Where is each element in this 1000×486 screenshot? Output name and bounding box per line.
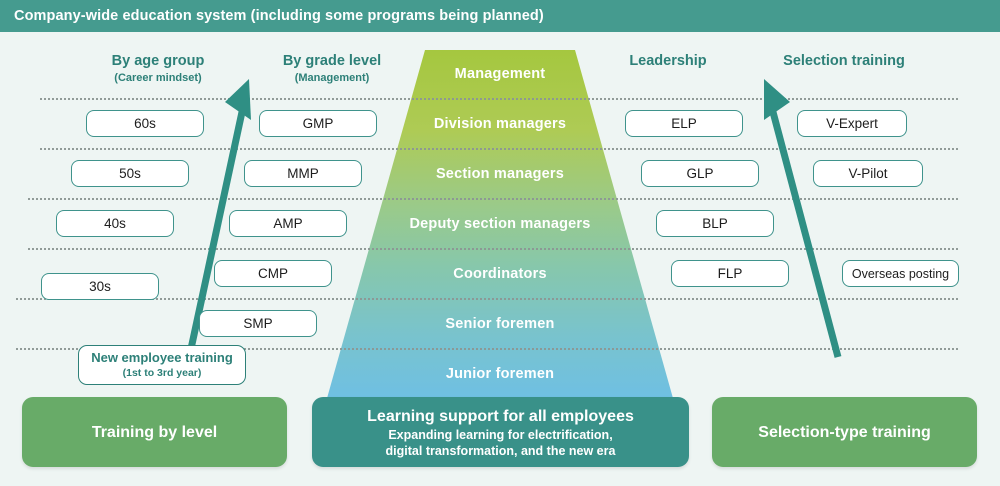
age-group-pill-40s[interactable]: 40s [56,210,174,237]
grade-level-pill-cmp-label: CMP [258,266,288,281]
selection-training-pill-v-expert[interactable]: V-Expert [797,110,907,137]
pyramid-level-senior-foremen: Senior foremen [445,316,555,332]
column-heading-age-group: By age group (Career mindset) [68,52,248,86]
column-title-age-group: By age group [111,53,205,69]
leadership-pill-flp[interactable]: FLP [671,260,789,287]
age-group-pill-30s-label: 30s [89,279,111,294]
grade-level-pill-amp-label: AMP [273,216,303,231]
pyramid-shape [322,50,678,416]
divider-row-5 [16,298,958,300]
footer-box-training-by-level[interactable]: Training by level [22,397,287,467]
divider-row-1 [40,98,958,100]
footer-box-learning-support-subtitle-line1: Expanding learning for electrification, [388,427,613,442]
selection-training-pill-v-pilot[interactable]: V-Pilot [813,160,923,187]
footer-box-training-by-level-title: Training by level [91,423,218,441]
grade-level-pill-mmp-label: MMP [287,166,319,181]
pyramid-level-section-managers: Section managers [435,166,565,182]
leadership-pill-glp-label: GLP [686,166,714,181]
pyramid-level-junior-foremen: Junior foremen [445,366,555,382]
divider-row-2 [40,148,958,150]
age-group-pill-40s-label: 40s [104,216,126,231]
pyramid-level-coordinators: Coordinators [453,266,547,282]
footer-box-selection-type-training[interactable]: Selection-type training [712,397,977,467]
grade-level-pill-amp[interactable]: AMP [229,210,347,237]
column-heading-selection-training: Selection training [754,52,934,71]
leadership-pill-glp[interactable]: GLP [641,160,759,187]
grade-level-pill-smp[interactable]: SMP [199,310,317,337]
leadership-pill-blp-label: BLP [702,216,728,231]
grade-level-pill-gmp-label: GMP [302,116,334,131]
column-subtitle-age-group: (Career mindset) [114,72,202,84]
leadership-pill-elp[interactable]: ELP [625,110,743,137]
page-title: Company-wide education system (including… [14,8,544,24]
pyramid-level-deputy-section-managers: Deputy section managers [409,216,591,232]
divider-row-4 [28,248,958,250]
divider-row-3 [28,198,958,200]
age-group-pill-60s-label: 60s [134,116,156,131]
career-pyramid: Management Division managers Section man… [310,50,690,416]
footer-box-learning-support-title: Learning support for all employees [367,407,634,425]
leadership-pill-flp-label: FLP [717,266,743,281]
new-employee-training-title: New employee training [91,350,233,365]
column-heading-grade-level: By grade level (Management) [242,52,422,86]
grade-level-pill-smp-label: SMP [243,316,273,331]
age-group-pill-50s[interactable]: 50s [71,160,189,187]
footer-box-learning-support[interactable]: Learning support for all employees Expan… [312,397,689,467]
selection-training-pill-v-pilot-label: V-Pilot [848,166,888,181]
leadership-pill-elp-label: ELP [671,116,697,131]
column-title-leadership: Leadership [629,53,707,69]
new-employee-training-note[interactable]: New employee training (1st to 3rd year) [78,345,246,385]
selection-training-pill-v-expert-label: V-Expert [826,116,878,131]
pyramid-level-labels: Management Division managers Section man… [310,50,690,416]
selection-training-pill-overseas-posting-label: Overseas posting [851,266,950,281]
pyramid-level-management: Management [454,66,546,82]
grade-level-pill-mmp[interactable]: MMP [244,160,362,187]
diagram-stage: Management Division managers Section man… [0,32,1000,486]
header-bar: Company-wide education system (including… [0,0,1000,32]
footer-box-learning-support-subtitle-line2: digital transformation, and the new era [385,443,616,458]
age-group-pill-60s[interactable]: 60s [86,110,204,137]
selection-training-pill-overseas-posting[interactable]: Overseas posting [842,260,959,287]
column-heading-leadership: Leadership [578,52,758,71]
grade-level-pill-gmp[interactable]: GMP [259,110,377,137]
divider-row-6 [16,348,958,350]
new-employee-training-subtitle: (1st to 3rd year) [122,367,202,379]
leadership-pill-blp[interactable]: BLP [656,210,774,237]
column-title-grade-level: By grade level [282,53,382,69]
grade-level-pill-cmp[interactable]: CMP [214,260,332,287]
footer-box-selection-type-training-title: Selection-type training [758,423,931,441]
column-subtitle-grade-level: (Management) [294,72,370,84]
age-group-pill-50s-label: 50s [119,166,141,181]
age-group-pill-30s[interactable]: 30s [41,273,159,300]
column-title-selection-training: Selection training [783,53,905,69]
pyramid-level-division-managers: Division managers [433,116,567,132]
